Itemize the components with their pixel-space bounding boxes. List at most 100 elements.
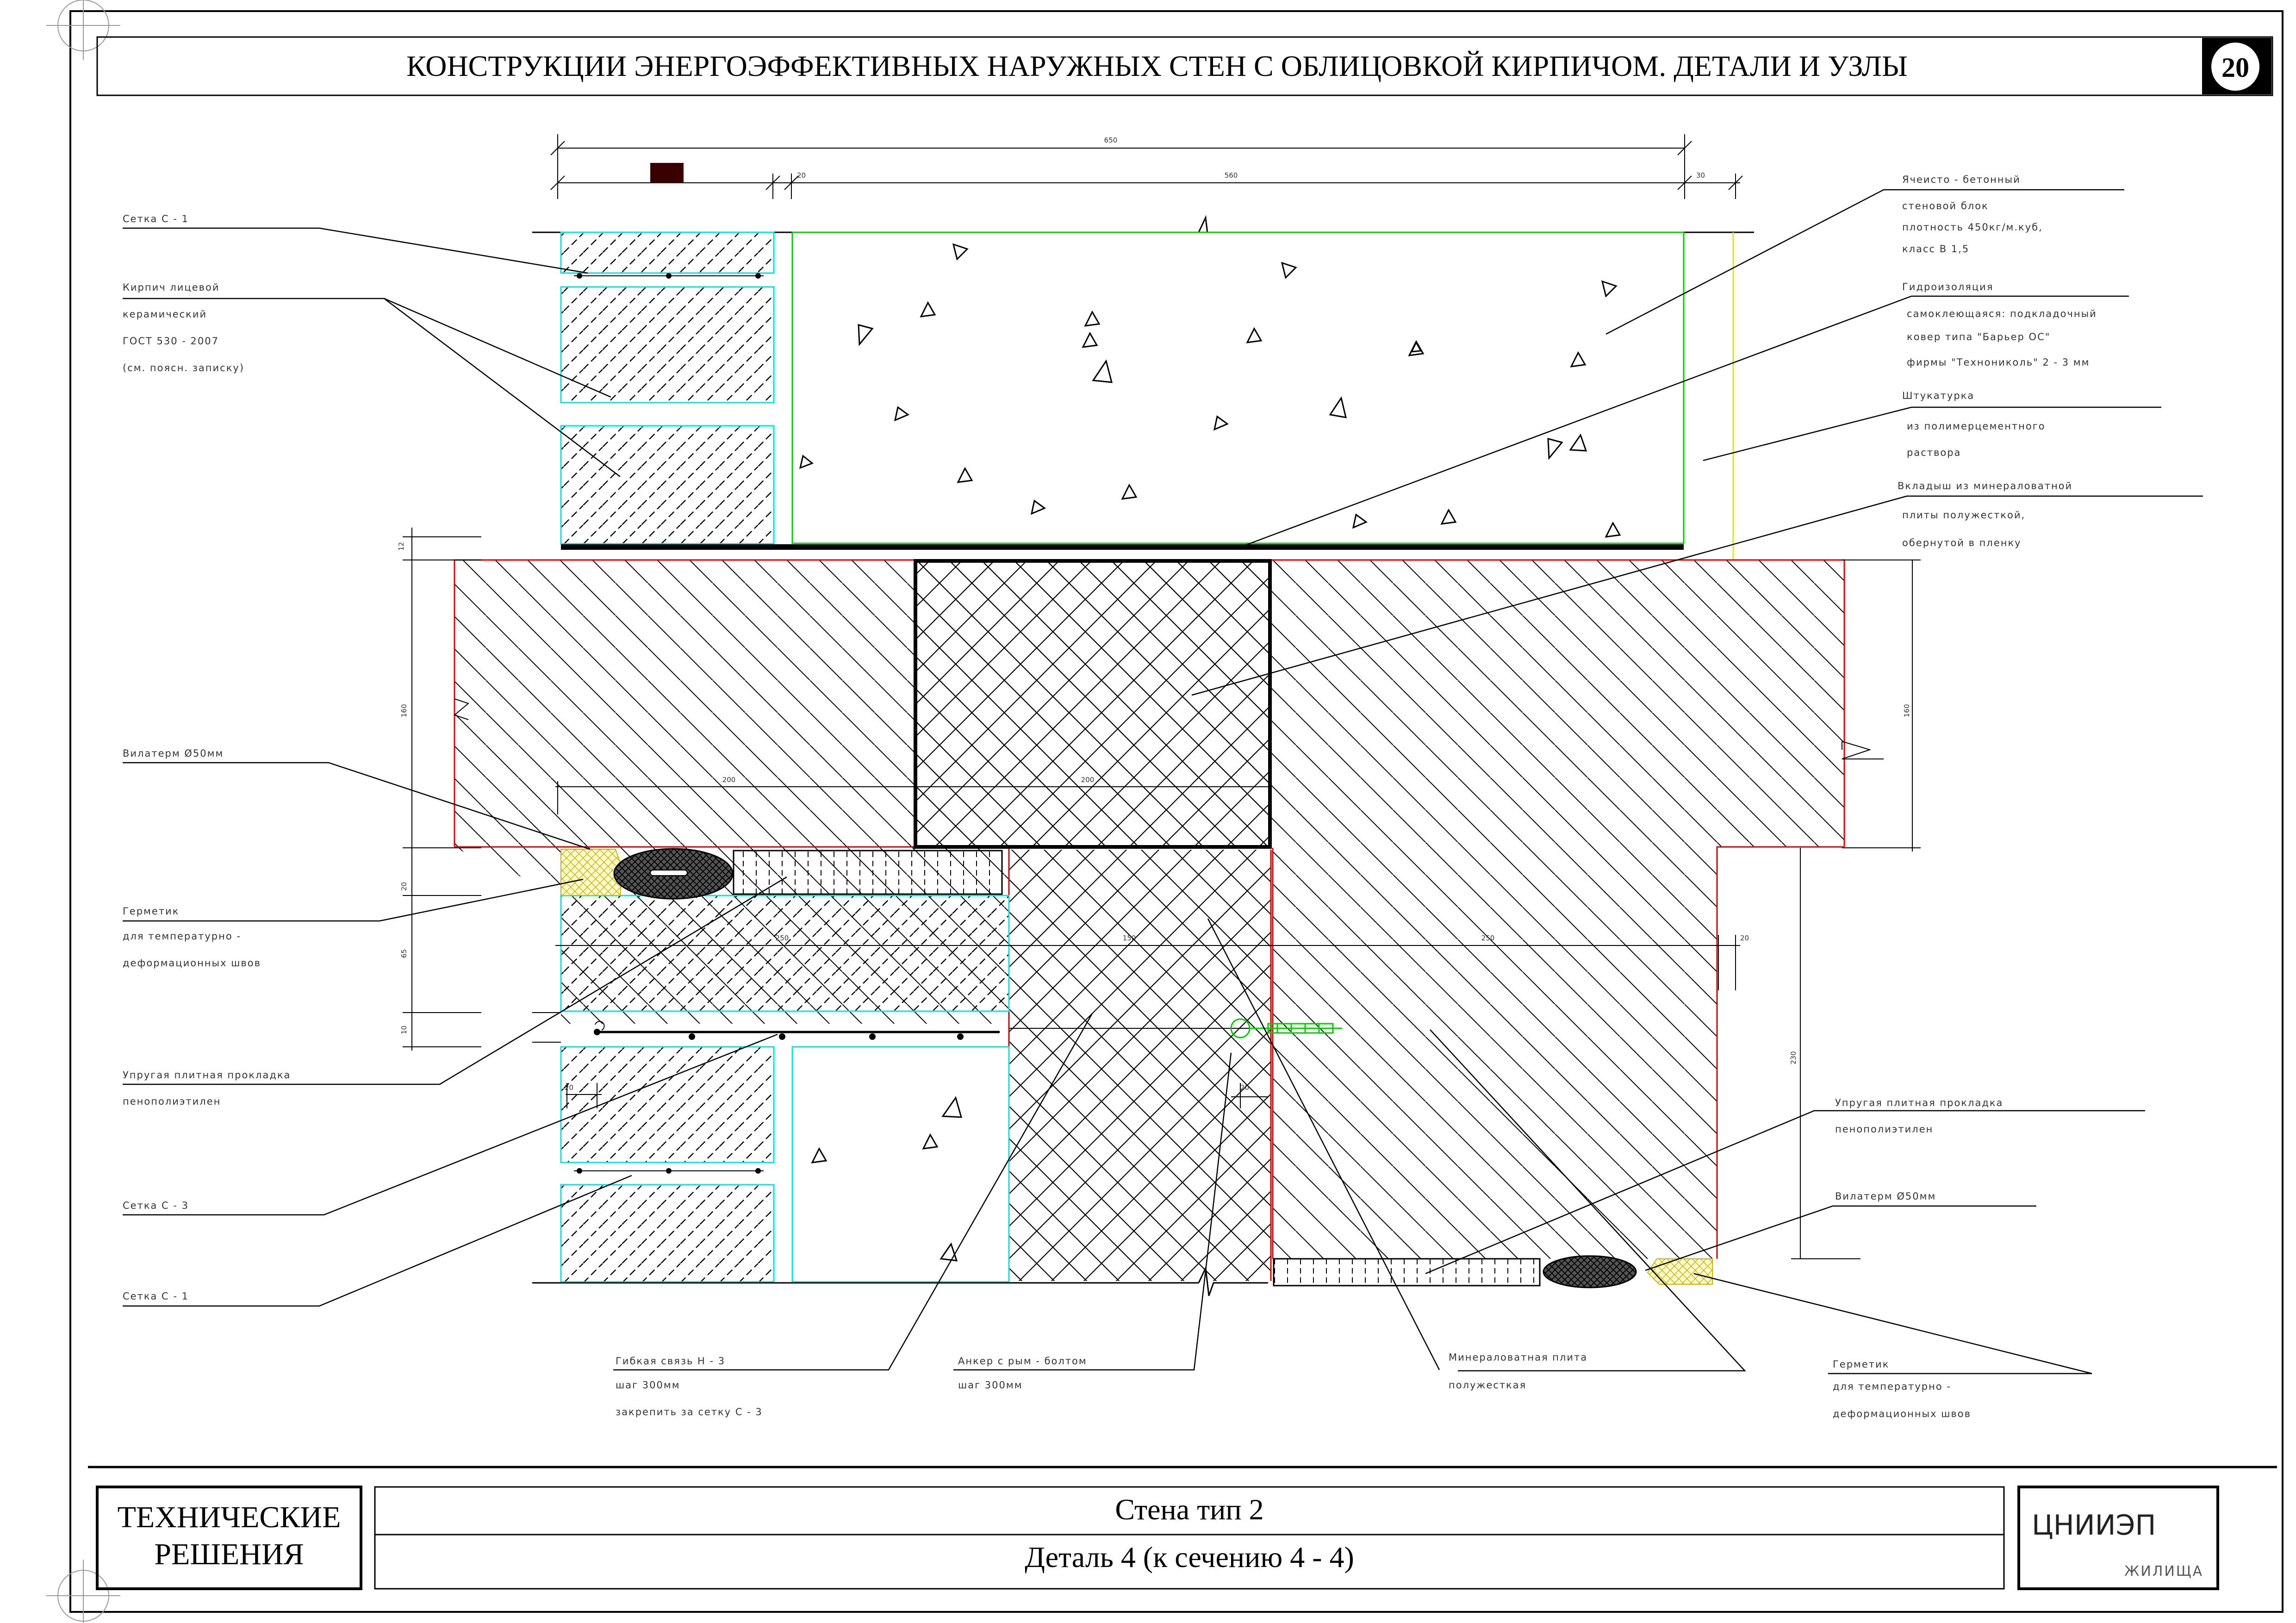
label-kirpich-2: керамический xyxy=(123,309,207,320)
label-gidro-3: ковер типа "Барьер ОС" xyxy=(1907,331,2050,342)
label-prokladka-left-1: Упругая плитная прокладка xyxy=(123,1070,291,1081)
labels-right: Ячеисто - бетонный стеновой блок плотнос… xyxy=(1835,174,2097,1202)
label-kirpich-1: Кирпич лицевой xyxy=(123,282,220,293)
floor-slab xyxy=(454,559,1845,1281)
dim-20-slab: 20 xyxy=(400,882,408,891)
dim-250-left: 250 xyxy=(776,934,789,942)
sealant-left xyxy=(560,849,623,896)
label-prokladka-right-2: пенополиэтилен xyxy=(1835,1124,1933,1135)
dim-250-right: 250 xyxy=(1481,934,1495,942)
dim-20-right: 20 xyxy=(1740,934,1749,942)
label-gibkaya-3: закрепить за сетку С - 3 xyxy=(616,1406,763,1418)
aerated-block xyxy=(791,231,1685,544)
lower-wall xyxy=(532,895,1342,1296)
section-box xyxy=(96,1486,362,1590)
mesh-c1-lower xyxy=(574,1168,764,1174)
dim-20-anchor: 20 xyxy=(1240,1083,1249,1092)
aggregate-marks xyxy=(799,243,1621,538)
elastic-pad-left xyxy=(733,850,1003,895)
labels-bottom: Гибкая связь Н - 3 шаг 300мм закрепить з… xyxy=(616,1352,1971,1419)
label-prokladka-left-2: пенополиэтилен xyxy=(123,1096,221,1107)
facing-brick-lower-3 xyxy=(560,1184,775,1283)
label-vkladysh-2: плиты полужесткой, xyxy=(1902,510,2025,521)
wall-type-name: Стена тип 2 xyxy=(1115,1493,1263,1526)
aerated-block-lower xyxy=(791,1046,1010,1283)
marker-block xyxy=(650,163,684,183)
leader-lines xyxy=(123,189,2203,1374)
sealant-right xyxy=(1647,1258,1713,1285)
mesh-c1-upper xyxy=(574,273,764,279)
mesh-c3 xyxy=(594,1021,1000,1040)
vilaterm-rod-right xyxy=(1543,1255,1637,1288)
label-yacheisto-3: плотность 450кг/м.куб, xyxy=(1902,222,2043,233)
label-germetik-right-3: деформационных швов xyxy=(1833,1408,1971,1419)
mineral-wool-insert xyxy=(914,559,1272,849)
label-yacheisto-2: стеновой блок xyxy=(1902,200,1989,211)
label-vilaterm-left: Вилатерм Ø50мм xyxy=(123,748,224,759)
label-gidro-4: фирмы "Технониколь" 2 - 3 мм xyxy=(1907,357,2090,368)
label-germetik-left-3: деформационных швов xyxy=(123,958,261,969)
org-subtitle: ЖИЛИЩА xyxy=(2124,1563,2203,1579)
dim-65: 65 xyxy=(400,949,408,958)
dim-150: 150 xyxy=(1123,934,1136,942)
label-setka-c3: Сетка С - 3 xyxy=(123,1200,189,1211)
page-title: КОНСТРУКЦИИ ЭНЕРГОЭФФЕКТИВНЫХ НАРУЖНЫХ С… xyxy=(406,50,1908,82)
label-mineral-1: Минераловатная плита xyxy=(1449,1352,1587,1363)
label-shtukaturka-3: раствора xyxy=(1907,447,1961,458)
label-gidro-2: самоклеющаяся: подкладочный xyxy=(1907,308,2097,319)
dim-30: 30 xyxy=(1696,171,1705,180)
upper-wall xyxy=(532,215,1754,560)
header: КОНСТРУКЦИИ ЭНЕРГОЭФФЕКТИВНЫХ НАРУЖНЫХ С… xyxy=(96,36,2273,96)
label-germetik-right-2: для температурно - xyxy=(1833,1381,1951,1392)
title-block: ТЕХНИЧЕСКИЕ РЕШЕНИЯ Стена тип 2 Деталь 4… xyxy=(88,1466,2277,1590)
label-gidro-1: Гидроизоляция xyxy=(1902,281,1993,292)
dim-160-left: 160 xyxy=(400,704,408,717)
label-anker-2: шаг 300мм xyxy=(958,1380,1023,1391)
label-vkladysh-3: обернутой в пленку xyxy=(1902,537,2022,548)
dim-650: 650 xyxy=(1104,136,1118,144)
facing-brick-upper xyxy=(560,231,775,545)
dim-20-top: 20 xyxy=(797,171,806,180)
label-vilaterm-right: Вилатерм Ø50мм xyxy=(1835,1191,1936,1202)
label-germetik-left-2: для температурно - xyxy=(123,931,241,942)
dim-10: 10 xyxy=(400,1026,408,1034)
sheet-frame xyxy=(46,0,2284,1623)
section-line-1: ТЕХНИЧЕСКИЕ xyxy=(118,1500,341,1534)
label-germetik-left-1: Герметик xyxy=(123,906,179,917)
label-setka-c1-bottom: Сетка С - 1 xyxy=(123,1291,189,1302)
dim-12: 12 xyxy=(397,542,405,551)
section-line-2: РЕШЕНИЯ xyxy=(154,1537,304,1571)
dim-160-right: 160 xyxy=(1903,704,1911,717)
label-anker-1: Анкер с рым - болтом xyxy=(958,1356,1087,1367)
label-mineral-2: полужесткая xyxy=(1449,1380,1526,1391)
org-box xyxy=(2017,1486,2219,1590)
org-name: ЦНИИЭП xyxy=(2032,1509,2156,1542)
dim-20-brick: 20 xyxy=(565,1083,573,1092)
elastic-pad-right xyxy=(1273,1258,1541,1287)
facing-brick-lower-2 xyxy=(560,1046,775,1163)
top-dimensions xyxy=(550,134,1743,199)
label-shtukaturka-2: из полимерцементного xyxy=(1907,421,2046,432)
anchor-bolt xyxy=(1230,1018,1342,1038)
labels-left: Сетка С - 1 Кирпич лицевой керамический … xyxy=(123,213,291,1302)
label-kirpich-4: (см. поясн. записку) xyxy=(123,362,244,373)
label-shtukaturka-1: Штукатурка xyxy=(1902,390,1974,401)
label-kirpich-3: ГОСТ 530 - 2007 xyxy=(123,336,219,347)
label-gibkaya-2: шаг 300мм xyxy=(616,1380,680,1391)
dim-230: 230 xyxy=(1789,1051,1798,1064)
label-gibkaya-1: Гибкая связь Н - 3 xyxy=(616,1356,725,1367)
label-prokladka-right-1: Упругая плитная прокладка xyxy=(1835,1097,2003,1108)
slab-dimensions xyxy=(403,528,1921,1259)
dim-200-a: 200 xyxy=(722,776,736,784)
label-germetik-right-1: Герметик xyxy=(1833,1359,1889,1370)
detail-name: Деталь 4 (к сечению 4 - 4) xyxy=(1025,1541,1354,1573)
waterproofing-membrane xyxy=(561,544,1684,550)
label-yacheisto-1: Ячеисто - бетонный xyxy=(1902,174,2021,185)
label-vkladysh-1: Вкладыш из минераловатной xyxy=(1898,480,2072,491)
sheet-number: 20 xyxy=(2221,52,2249,83)
mineral-wool-slab xyxy=(1009,850,1271,1281)
dim-560: 560 xyxy=(1225,171,1238,180)
dim-200-b: 200 xyxy=(1081,776,1095,784)
label-yacheisto-4: класс В 1,5 xyxy=(1902,243,1969,255)
